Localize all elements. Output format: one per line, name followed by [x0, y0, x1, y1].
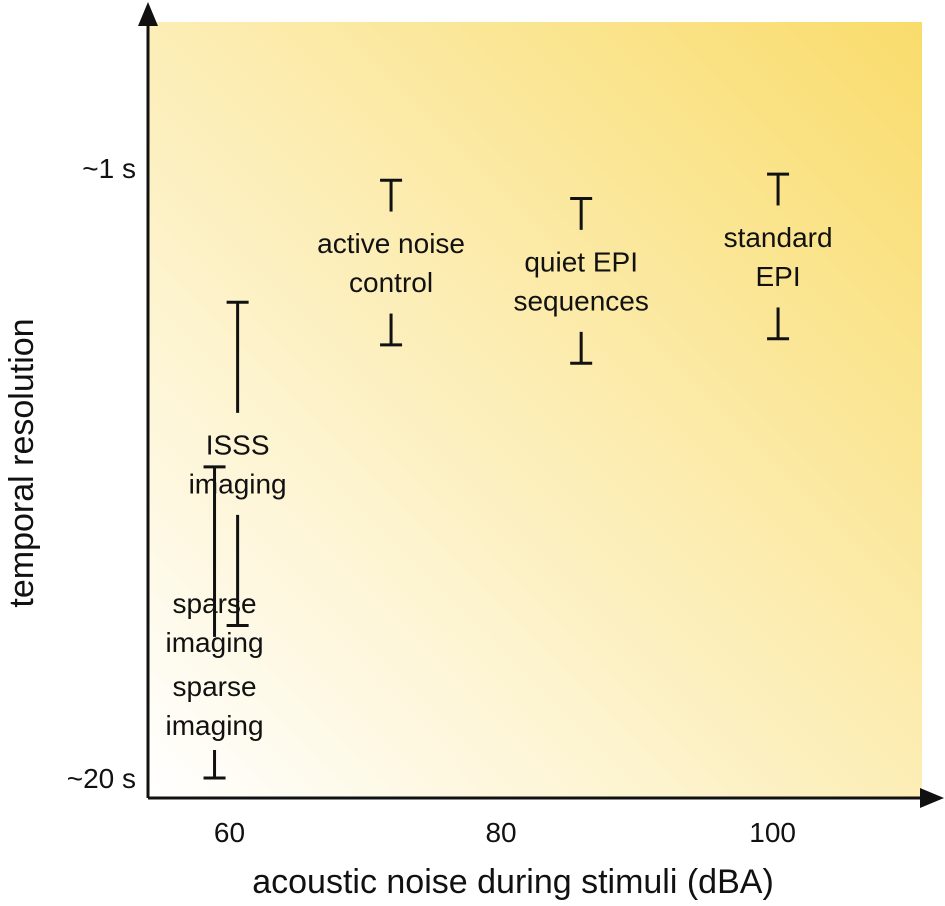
method-label-0-0: sparse: [173, 588, 257, 619]
x-tick-labels: 60 80 100: [214, 817, 796, 848]
y-tick-labels: ~1 s ~20 s: [67, 153, 136, 794]
method-label-1-0: ISSS: [206, 429, 270, 460]
axes: [138, 2, 944, 808]
y-tick-label-1: ~20 s: [67, 763, 136, 794]
y-axis-title: temporal resolution: [3, 318, 41, 607]
method-label-0-1: imaging: [166, 710, 264, 741]
x-tick-label-1: 80: [485, 817, 516, 848]
y-tick-label-0: ~1 s: [82, 153, 136, 184]
plot-background: [148, 22, 922, 797]
method-label-2-0: active noise: [317, 228, 465, 259]
y-axis-arrow: [138, 2, 158, 26]
method-label-4-0: standard: [724, 222, 833, 253]
x-axis-title: acoustic noise during stimuli (dBA): [252, 863, 774, 901]
method-ranges: [203, 172, 790, 780]
x-tick-label-0: 60: [214, 817, 245, 848]
method-label-2-1: control: [349, 267, 433, 298]
method-label-0-1: imaging: [166, 627, 264, 658]
method-labels: sparse imaging ISSS imaging active noise cont…: [166, 222, 833, 741]
method-label-3-1: sequences: [513, 285, 648, 316]
method-label-1-1: imaging: [189, 468, 287, 499]
method-range-2: [380, 178, 403, 347]
method-range-0: [203, 465, 226, 780]
method-range-3: [570, 197, 593, 365]
method-range-4: [767, 172, 790, 341]
method-label-3-0: quiet EPI: [524, 246, 638, 277]
method-label-4-1: EPI: [755, 261, 800, 292]
method-range-1: [226, 300, 249, 627]
method-label-0-0: sparse: [173, 671, 257, 702]
x-axis-arrow: [920, 788, 944, 808]
x-tick-label-2: 100: [749, 817, 796, 848]
